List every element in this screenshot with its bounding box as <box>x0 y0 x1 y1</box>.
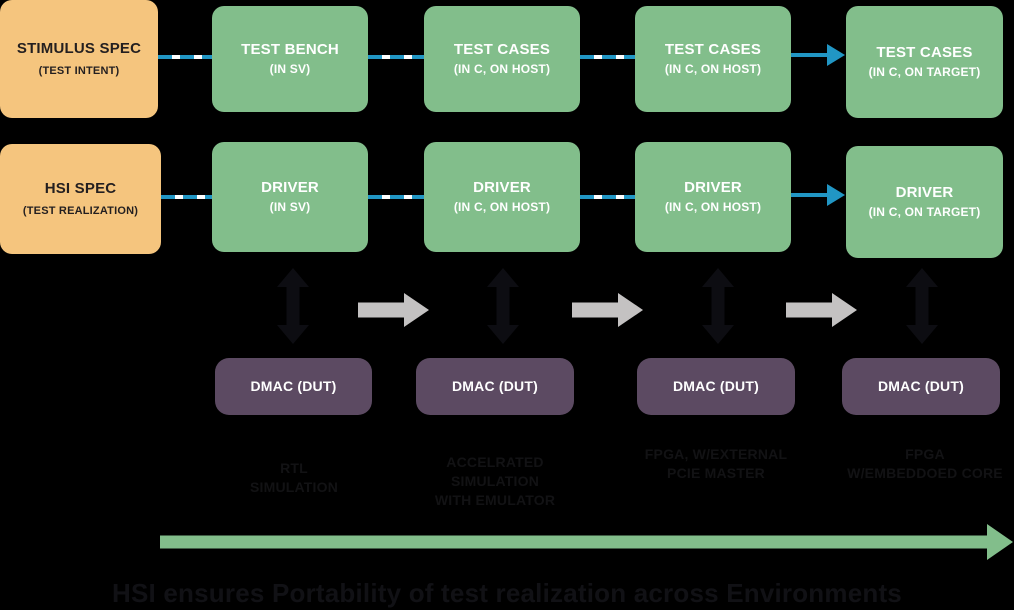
gray-arrow-icon-3 <box>786 292 857 328</box>
arrowhead-testcases-target-icon <box>827 44 845 66</box>
gray-arrow-shaft-3 <box>786 302 833 318</box>
stage-box-driver-host-1-title: DRIVER <box>473 178 531 196</box>
stage-box-testcases-host-2[interactable]: TEST CASES (IN C, ON HOST) <box>635 6 791 112</box>
stage-box-testbench-sv-title: TEST BENCH <box>241 40 339 58</box>
portability-timeline-shaft <box>160 535 987 549</box>
diagram-caption: HSI ensures Portability of test realizat… <box>112 578 902 608</box>
double-arrow-head-up-1 <box>277 268 309 287</box>
dut-box-4-title: DMAC (DUT) <box>878 377 964 394</box>
environment-label-3: FPGA, W/EXTERNAL PCIE MASTER <box>630 445 802 483</box>
double-arrow-head-down-4 <box>906 325 938 344</box>
double-arrow-shaft-4 <box>915 286 929 326</box>
gray-arrow-head-3 <box>832 293 857 327</box>
environment-label-4: FPGA W/EMBEDDOED CORE <box>836 445 1014 483</box>
stage-box-driver-host-2[interactable]: DRIVER (IN C, ON HOST) <box>635 142 791 252</box>
stage-box-driver-target[interactable]: DRIVER (IN C, ON TARGET) <box>846 146 1003 258</box>
link-driver-sv-to-host1 <box>368 195 424 199</box>
stage-box-testcases-target-subtitle: (IN C, ON TARGET) <box>868 65 981 80</box>
gray-arrow-shaft-1 <box>358 302 405 318</box>
stage-box-driver-sv-title: DRIVER <box>261 178 319 196</box>
gray-arrow-head-2 <box>618 293 643 327</box>
link-testbench-to-testcases-host1 <box>368 55 424 59</box>
stage-box-testcases-host-1[interactable]: TEST CASES (IN C, ON HOST) <box>424 6 580 112</box>
double-arrow-head-up-2 <box>487 268 519 287</box>
link-testcases-host2-to-target <box>791 53 829 57</box>
dut-box-3-title: DMAC (DUT) <box>673 377 759 394</box>
spec-box-stimulus-subtitle: (TEST INTENT) <box>38 64 120 77</box>
environment-label-2-text: ACCELRATED SIMULATION WITH EMULATOR <box>434 454 556 508</box>
stage-box-testbench-sv[interactable]: TEST BENCH (IN SV) <box>212 6 368 112</box>
stage-box-driver-host-1[interactable]: DRIVER (IN C, ON HOST) <box>424 142 580 252</box>
dut-box-4[interactable]: DMAC (DUT) <box>842 358 1000 415</box>
link-stimulus-to-testbench <box>158 55 212 59</box>
portability-timeline-arrow <box>160 524 1013 560</box>
environment-label-1: RTL SIMULATION <box>213 459 375 497</box>
double-arrow-shaft-2 <box>496 286 510 326</box>
stage-box-testcases-target-title: TEST CASES <box>876 43 973 61</box>
double-arrow-head-down-1 <box>277 325 309 344</box>
dut-box-1[interactable]: DMAC (DUT) <box>215 358 372 415</box>
stage-box-driver-host-1-subtitle: (IN C, ON HOST) <box>453 200 551 215</box>
double-arrow-shaft-1 <box>286 286 300 326</box>
portability-timeline-head-icon <box>987 524 1013 560</box>
stage-box-driver-sv-subtitle: (IN SV) <box>269 200 311 215</box>
double-arrow-head-up-4 <box>906 268 938 287</box>
gray-arrow-shaft-2 <box>572 302 619 318</box>
double-arrow-head-down-2 <box>487 325 519 344</box>
stage-box-testcases-host-1-subtitle: (IN C, ON HOST) <box>453 62 551 77</box>
double-arrow-head-up-3 <box>702 268 734 287</box>
dut-box-2[interactable]: DMAC (DUT) <box>416 358 574 415</box>
gray-arrow-icon-1 <box>358 292 429 328</box>
double-arrow-icon-4 <box>906 268 938 344</box>
gray-arrow-icon-2 <box>572 292 643 328</box>
double-arrow-icon-2 <box>487 268 519 344</box>
gray-arrow-head-1 <box>404 293 429 327</box>
spec-box-stimulus-title: STIMULUS SPEC <box>16 39 142 57</box>
spec-box-hsi-title: HSI SPEC <box>44 179 117 197</box>
stage-box-testcases-target[interactable]: TEST CASES (IN C, ON TARGET) <box>846 6 1003 118</box>
stage-box-driver-host-2-subtitle: (IN C, ON HOST) <box>664 200 762 215</box>
dut-box-3[interactable]: DMAC (DUT) <box>637 358 795 415</box>
stage-box-driver-host-2-title: DRIVER <box>684 178 742 196</box>
link-hsi-to-driver-sv <box>161 195 212 199</box>
environment-label-2: ACCELRATED SIMULATION WITH EMULATOR <box>414 453 576 510</box>
spec-box-hsi[interactable]: HSI SPEC (TEST REALIZATION) <box>0 144 161 254</box>
environment-label-4-text: FPGA W/EMBEDDOED CORE <box>847 446 1003 481</box>
dut-box-1-title: DMAC (DUT) <box>250 377 337 394</box>
stage-box-driver-target-title: DRIVER <box>895 183 954 201</box>
stage-box-testbench-sv-subtitle: (IN SV) <box>269 62 311 77</box>
stage-box-testcases-host-1-title: TEST CASES <box>453 40 551 58</box>
spec-box-stimulus[interactable]: STIMULUS SPEC (TEST INTENT) <box>0 0 158 118</box>
double-arrow-icon-3 <box>702 268 734 344</box>
double-arrow-head-down-3 <box>702 325 734 344</box>
stage-box-testcases-host-2-title: TEST CASES <box>664 40 762 58</box>
double-arrow-shaft-3 <box>711 286 725 326</box>
stage-box-driver-target-subtitle: (IN C, ON TARGET) <box>868 205 981 220</box>
double-arrow-icon-1 <box>277 268 309 344</box>
arrowhead-driver-target-icon <box>827 184 845 206</box>
stage-box-testcases-host-2-subtitle: (IN C, ON HOST) <box>664 62 762 77</box>
spec-box-hsi-subtitle: (TEST REALIZATION) <box>22 204 139 217</box>
dut-box-2-title: DMAC (DUT) <box>452 377 538 394</box>
environment-label-1-text: RTL SIMULATION <box>249 460 339 495</box>
link-testcases-host1-to-host2 <box>580 55 635 59</box>
link-driver-host1-to-host2 <box>580 195 635 199</box>
link-driver-host2-to-target <box>791 193 829 197</box>
environment-label-3-text: FPGA, W/EXTERNAL PCIE MASTER <box>644 446 788 481</box>
stage-box-driver-sv[interactable]: DRIVER (IN SV) <box>212 142 368 252</box>
